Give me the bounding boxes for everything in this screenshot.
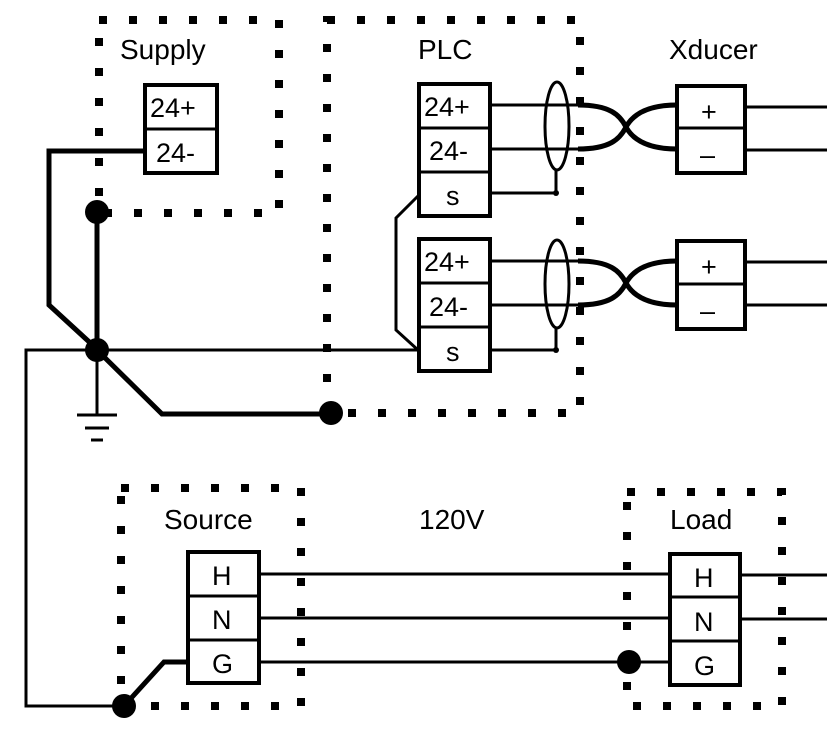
terminal-label: s — [446, 337, 460, 367]
xducer-terminal-block-1: + – — [675, 84, 747, 175]
node-shield-2 — [553, 347, 559, 353]
terminal-label: 24+ — [424, 247, 470, 277]
terminal-label: – — [700, 140, 715, 170]
supply-terminal-block: 24+ 24- — [143, 83, 219, 175]
source-enclosure — [117, 484, 305, 710]
terminal-label: N — [694, 607, 714, 637]
node-ground-main — [85, 338, 109, 362]
load-terminal-block: H N G — [668, 552, 742, 687]
plc-terminal-block-2: 24+ 24- s — [417, 237, 492, 373]
xducer-terminal-block-2: + – — [675, 239, 747, 331]
node-load-ground — [617, 650, 641, 674]
wire-plc-s1-s2 — [394, 194, 420, 352]
twisted-pair-2 — [577, 258, 678, 308]
terminal-label: 24- — [429, 292, 468, 322]
terminal-label: N — [212, 605, 232, 635]
source-terminal-block: H N G — [186, 550, 261, 685]
terminal-label: 24+ — [424, 92, 470, 122]
terminal-label: 24- — [156, 138, 195, 168]
supply-label: Supply — [120, 34, 206, 65]
load-label: Load — [670, 504, 732, 535]
wire-supply-neg — [46, 148, 145, 352]
earth-ground-icon — [77, 413, 117, 442]
supply-enclosure — [95, 16, 283, 217]
terminal-label: + — [701, 252, 717, 282]
terminal-label: G — [212, 649, 233, 679]
wire-ground-source — [24, 348, 124, 708]
node-source-ground — [112, 694, 136, 718]
terminal-label: H — [212, 561, 232, 591]
shield-icon-1 — [543, 80, 571, 172]
source-label: Source — [164, 504, 253, 535]
plc-enclosure — [323, 16, 584, 417]
xducer-label: Xducer — [669, 34, 758, 65]
terminal-label: 24+ — [150, 93, 196, 123]
voltage-label: 120V — [419, 504, 485, 535]
terminal-label: – — [700, 296, 715, 326]
node-plc-enclosure — [319, 401, 343, 425]
twisted-pair-1 — [577, 102, 678, 152]
terminal-label: G — [694, 651, 715, 681]
plc-terminal-block-1: 24+ 24- s — [417, 82, 492, 218]
wire-plc-enclosure-ground — [95, 348, 330, 417]
load-enclosure — [623, 488, 786, 710]
plc-label: PLC — [418, 34, 472, 65]
node-supply-enclosure — [85, 200, 109, 224]
wire-source-bond — [122, 659, 188, 708]
terminal-label: H — [694, 563, 714, 593]
terminal-label: + — [701, 97, 717, 127]
terminal-label: s — [446, 181, 460, 211]
shield-icon-2 — [543, 238, 571, 330]
node-shield-1 — [553, 190, 559, 196]
terminal-label: 24- — [429, 136, 468, 166]
